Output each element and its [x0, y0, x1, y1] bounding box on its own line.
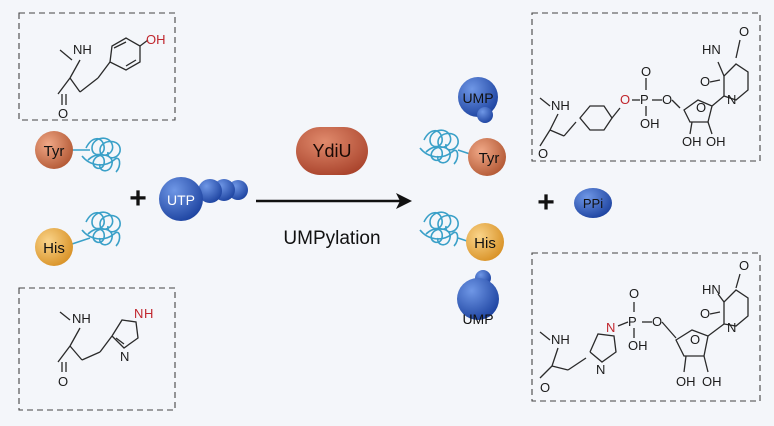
tyr-label-product: Tyr: [479, 150, 500, 167]
his-ump-product: His UMP: [419, 211, 504, 327]
his-label-product: His: [474, 235, 496, 252]
histidine-structure: NH O N H N: [57, 306, 153, 389]
his-structure-box: [18, 287, 176, 411]
svg-text:OH: OH: [676, 374, 696, 389]
ppi-label: PPi: [583, 196, 603, 211]
tyr-ump-structure-box: [531, 12, 761, 162]
svg-text:O: O: [739, 258, 749, 273]
svg-text:O: O: [652, 314, 662, 329]
atom-nh: NH: [73, 42, 92, 57]
svg-text:NH: NH: [551, 332, 570, 347]
svg-text:O: O: [620, 92, 630, 107]
reaction-arrow: [256, 193, 412, 209]
tyr-structure-box: [18, 12, 176, 121]
svg-text:OH: OH: [640, 116, 660, 131]
his-ump-structure: NH O N N P O OH O O OH OH N HN O O: [539, 258, 749, 395]
atom-nh: NH: [72, 311, 91, 326]
atom-h: H: [144, 306, 153, 321]
svg-text:O: O: [739, 24, 749, 39]
tyr-label: Tyr: [44, 143, 65, 160]
svg-text:N: N: [727, 320, 736, 335]
svg-text:O: O: [641, 64, 651, 79]
tyr-ump-product: UMP Tyr: [419, 77, 506, 176]
svg-text:P: P: [640, 92, 649, 107]
ump-label-top: UMP: [462, 90, 493, 106]
svg-text:OH: OH: [702, 374, 722, 389]
svg-text:N: N: [606, 320, 615, 335]
svg-text:O: O: [690, 332, 700, 347]
atom-o: O: [58, 374, 68, 389]
svg-text:O: O: [696, 100, 706, 115]
svg-text:O: O: [629, 286, 639, 301]
his-label: His: [43, 240, 65, 257]
svg-text:HN: HN: [702, 282, 721, 297]
svg-text:OH: OH: [682, 134, 702, 149]
plus-sign-right: +: [537, 186, 555, 219]
svg-text:HN: HN: [702, 42, 721, 57]
tyr-ump-structure: NH O O P O OH O O OH OH N HN O O: [538, 24, 749, 161]
utp-label: UTP: [167, 192, 195, 208]
plus-sign-left: +: [129, 182, 147, 215]
tyr-residue: [35, 131, 73, 169]
his-substrate: His: [35, 211, 121, 266]
his-residue: [35, 228, 73, 266]
utp-molecule: UTP: [159, 177, 248, 221]
atom-n: N: [120, 349, 129, 364]
svg-text:OH: OH: [706, 134, 726, 149]
atom-nh-red: N: [134, 306, 143, 321]
svg-text:O: O: [700, 306, 710, 321]
svg-text:O: O: [662, 92, 672, 107]
svg-text:P: P: [628, 314, 637, 329]
ump-label-bottom: UMP: [462, 311, 493, 327]
svg-text:N: N: [596, 362, 605, 377]
svg-text:O: O: [700, 74, 710, 89]
svg-text:NH: NH: [551, 98, 570, 113]
svg-text:O: O: [540, 380, 550, 395]
svg-text:OH: OH: [628, 338, 648, 353]
tyr-substrate: Tyr: [35, 131, 121, 173]
tyrosine-structure: NH O OH: [57, 32, 166, 121]
ydiu-enzyme: YdiU: [296, 127, 368, 175]
atom-o: O: [58, 106, 68, 121]
ppi-molecule: PPi: [574, 188, 612, 218]
enzyme-label: YdiU: [312, 141, 351, 161]
his-ump-structure-box: [531, 252, 761, 402]
svg-text:N: N: [727, 92, 736, 107]
svg-text:O: O: [538, 146, 548, 161]
reaction-label: UMPylation: [283, 228, 380, 249]
atom-oh: OH: [146, 32, 166, 47]
